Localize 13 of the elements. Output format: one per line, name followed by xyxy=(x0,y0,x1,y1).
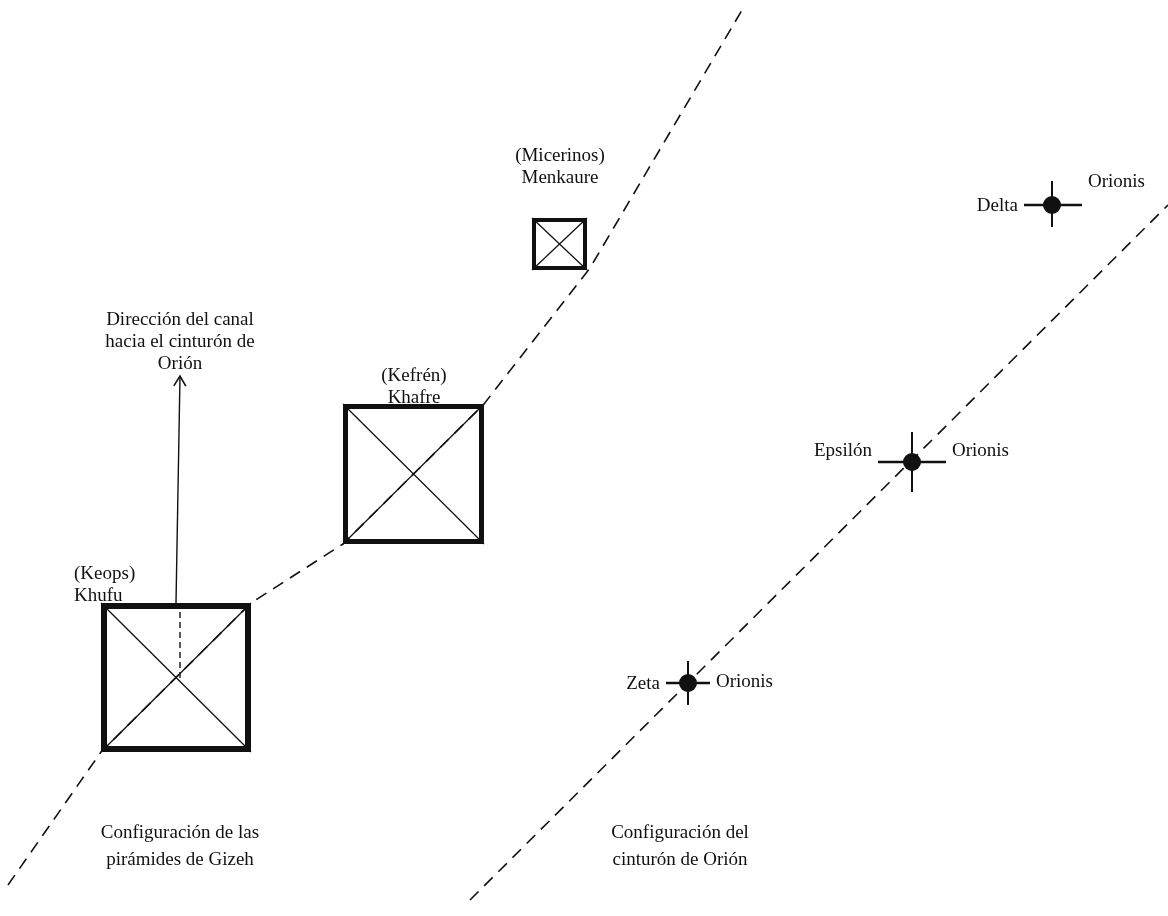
star-label: Orionis xyxy=(1088,170,1145,192)
star-label: Orionis xyxy=(716,670,773,692)
star-label: Zeta xyxy=(626,672,660,694)
star-label: Epsilón xyxy=(813,439,872,461)
direction-label: Dirección del canal hacia el cinturón de Orión xyxy=(95,308,265,374)
star-label: Orionis xyxy=(952,439,1009,461)
arrow xyxy=(173,375,187,604)
caption-label: Configuración de las pirámides de Gizeh xyxy=(99,820,261,871)
star-label: Delta xyxy=(976,194,1018,216)
pyramid-label: (Kefrén) Khafre xyxy=(380,364,448,408)
caption-label: Configuración del cinturón de Orión xyxy=(610,820,750,871)
pyramid-label: (Keops) Khufu xyxy=(74,562,137,606)
pyramid-label: (Micerinos) Menkaure xyxy=(514,144,606,188)
